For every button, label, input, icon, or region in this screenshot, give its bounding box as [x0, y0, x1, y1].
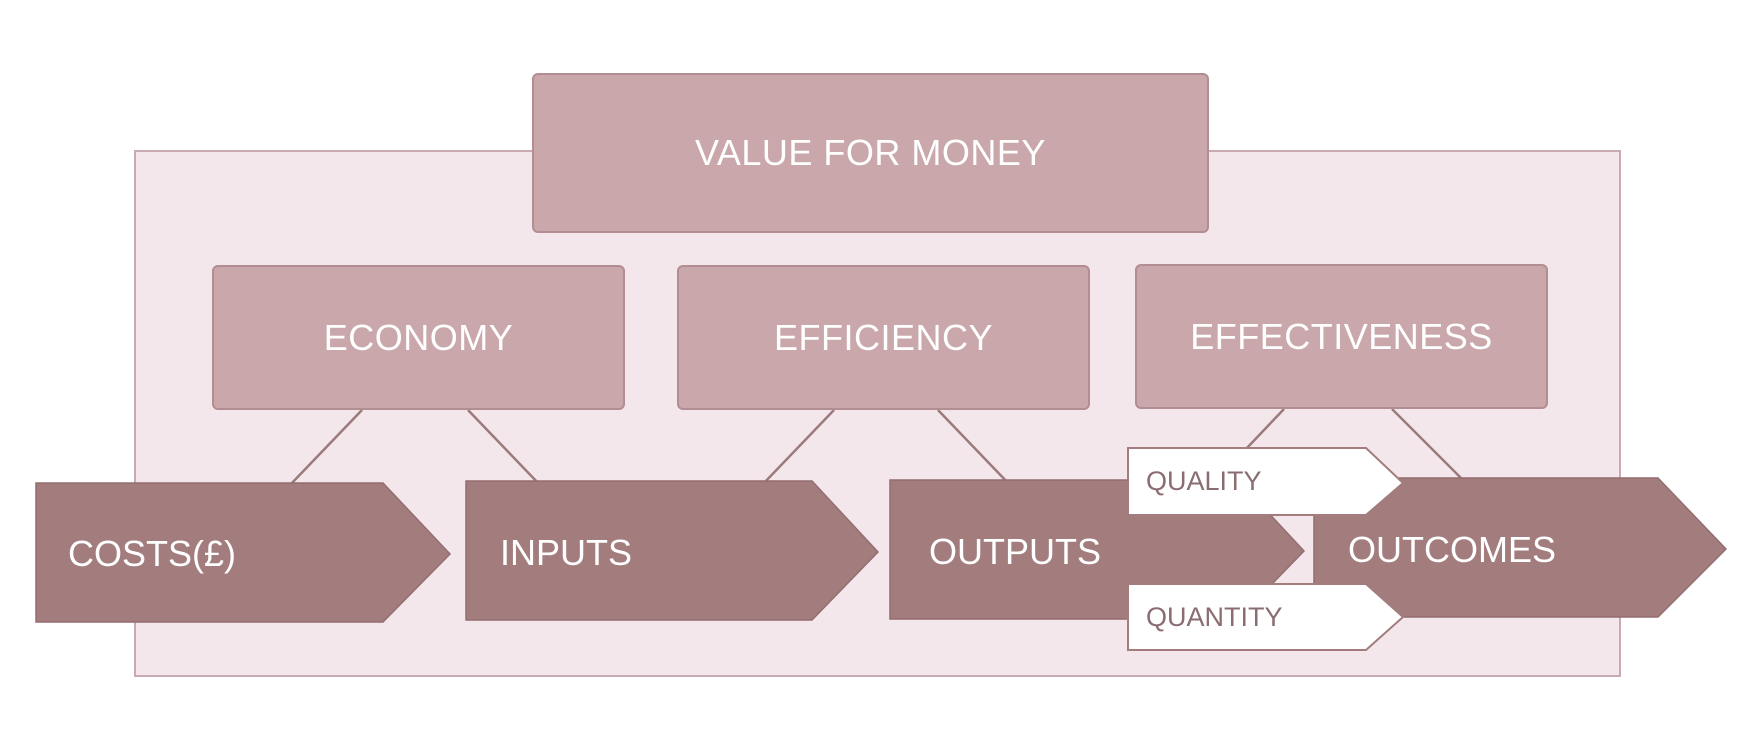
- quality-tag: [1127, 447, 1405, 516]
- efficiency-label: EFFICIENCY: [773, 316, 993, 358]
- arrow-inputs: [465, 480, 880, 621]
- economy-box: ECONOMY: [212, 265, 625, 410]
- quantity-label: QUANTITY: [1146, 602, 1283, 632]
- efficiency-box: EFFICIENCY: [677, 265, 1090, 410]
- value-for-money-label: VALUE FOR MONEY: [695, 132, 1046, 173]
- costs-label: COSTS(£): [68, 533, 237, 574]
- connector-economy-costs: [289, 409, 363, 486]
- connector-efficiency-inputs: [761, 409, 835, 486]
- arrow-costs: [35, 482, 452, 623]
- effectiveness-box: EFFECTIVENESS: [1135, 264, 1548, 409]
- connector-efficiency-outputs: [937, 409, 1011, 486]
- inputs-label: INPUTS: [500, 532, 633, 573]
- value-for-money-box: VALUE FOR MONEY: [532, 73, 1209, 233]
- outputs-label: OUTPUTS: [929, 531, 1102, 572]
- connector-economy-inputs: [467, 409, 541, 486]
- outcomes-label: OUTCOMES: [1348, 529, 1557, 570]
- quantity-tag: [1127, 583, 1405, 651]
- effectiveness-label: EFFECTIVENESS: [1190, 315, 1493, 357]
- connector-effectiveness-outcomes: [1391, 408, 1469, 486]
- economy-label: ECONOMY: [323, 316, 514, 358]
- quality-label: QUALITY: [1146, 466, 1262, 496]
